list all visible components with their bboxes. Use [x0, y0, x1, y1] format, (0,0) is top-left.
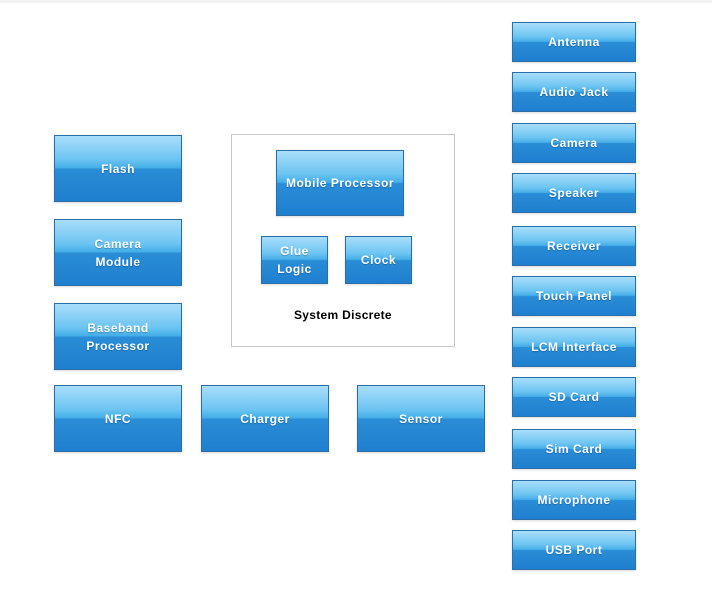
speaker-block[interactable]: Speaker: [512, 173, 636, 213]
sensor-label: Sensor: [399, 411, 443, 426]
microphone-label: Microphone: [537, 493, 611, 507]
clock-label: Clock: [360, 253, 397, 267]
glue-logic-block[interactable]: Glue Logic: [261, 236, 328, 284]
audio-jack-block[interactable]: Audio Jack: [512, 72, 636, 112]
nfc-block[interactable]: NFC: [54, 385, 182, 452]
sim-card-label: Sim Card: [545, 442, 603, 456]
microphone-block[interactable]: Microphone: [512, 480, 636, 520]
lcm-interface-label: LCM Interface: [531, 340, 617, 354]
antenna-label: Antenna: [548, 35, 600, 49]
touch-panel-label: Touch Panel: [536, 289, 612, 303]
lcm-interface-block[interactable]: LCM Interface: [512, 327, 636, 367]
speaker-label: Speaker: [548, 186, 600, 200]
usb-port-label: USB Port: [545, 543, 603, 557]
receiver-label: Receiver: [546, 239, 602, 253]
baseband-processor-label-1: Baseband: [87, 320, 149, 335]
glue-logic-label-1: Glue: [280, 244, 309, 258]
glue-logic-label-2: Logic: [277, 262, 312, 276]
sd-card-block[interactable]: SD Card: [512, 377, 636, 417]
charger-label: Charger: [240, 411, 290, 426]
camera-module-label-1: Camera: [94, 236, 142, 251]
antenna-block[interactable]: Antenna: [512, 22, 636, 62]
sim-card-block[interactable]: Sim Card: [512, 429, 636, 469]
camera-label: Camera: [550, 136, 598, 150]
charger-block[interactable]: Charger: [201, 385, 329, 452]
clock-block[interactable]: Clock: [345, 236, 412, 284]
sensor-block[interactable]: Sensor: [357, 385, 485, 452]
baseband-processor-block[interactable]: Baseband Processor: [54, 303, 182, 370]
camera-module-label-2: Module: [95, 254, 141, 269]
nfc-label: NFC: [104, 411, 132, 426]
flash-block[interactable]: Flash: [54, 135, 182, 202]
top-border: [0, 0, 712, 3]
camera-module-block[interactable]: Camera Module: [54, 219, 182, 286]
flash-label: Flash: [101, 161, 135, 176]
sd-card-label: SD Card: [548, 390, 600, 404]
mobile-processor-label: Mobile Processor: [285, 176, 395, 190]
audio-jack-label: Audio Jack: [539, 85, 609, 99]
baseband-processor-label-2: Processor: [86, 338, 150, 353]
touch-panel-block[interactable]: Touch Panel: [512, 276, 636, 316]
system-discrete-label: System Discrete: [294, 308, 392, 322]
receiver-block[interactable]: Receiver: [512, 226, 636, 266]
camera-block[interactable]: Camera: [512, 123, 636, 163]
usb-port-block[interactable]: USB Port: [512, 530, 636, 570]
mobile-processor-block[interactable]: Mobile Processor: [276, 150, 404, 216]
